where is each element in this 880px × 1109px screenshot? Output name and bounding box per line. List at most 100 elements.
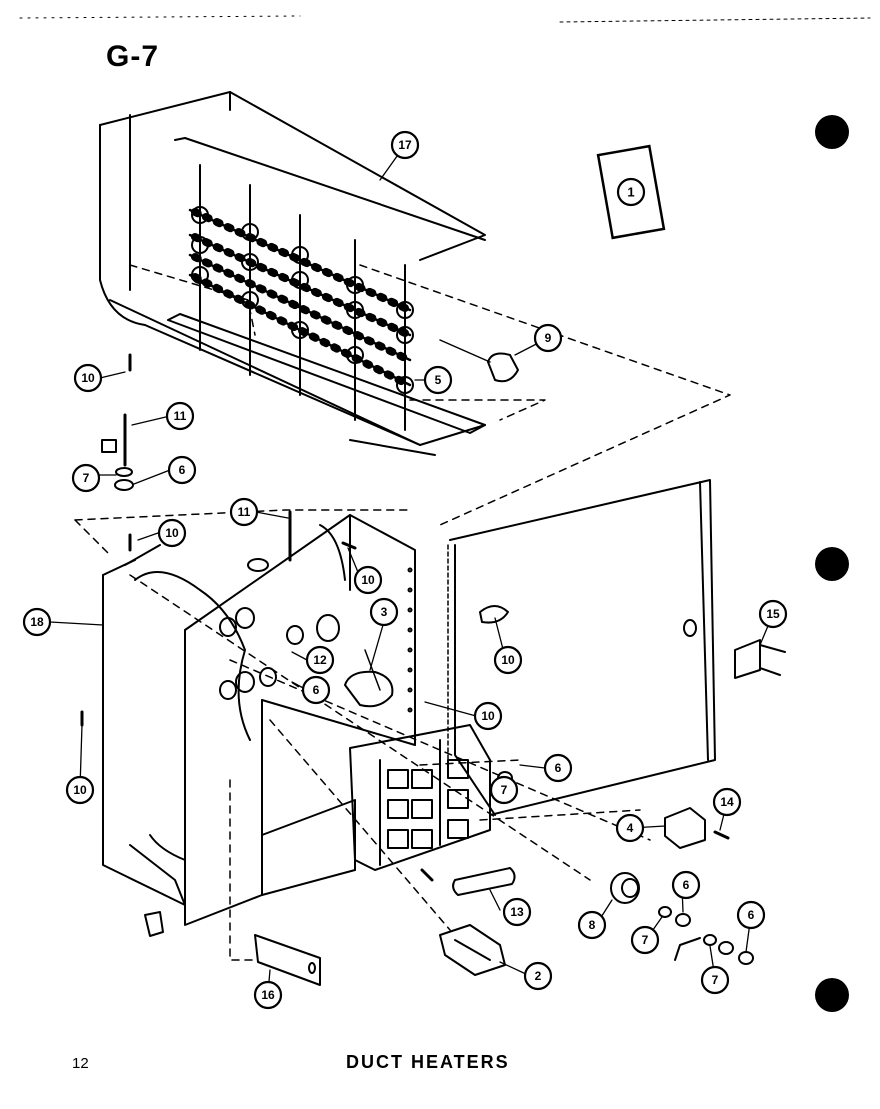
callout-c10-d: 10 xyxy=(473,701,503,731)
callout-c2: 2 xyxy=(523,961,553,991)
callout-c5: 5 xyxy=(423,365,453,395)
callout-c14: 14 xyxy=(712,787,742,817)
callout-c18: 18 xyxy=(22,607,52,637)
callout-number: 4 xyxy=(627,821,634,835)
callout-c7-a: 7 xyxy=(71,463,101,493)
callout-number: 11 xyxy=(238,505,251,519)
callout-c7-b: 7 xyxy=(489,775,519,805)
callout-number: 7 xyxy=(501,783,508,797)
callout-number: 10 xyxy=(361,573,375,587)
callout-balloon xyxy=(167,455,197,485)
callout-number: 6 xyxy=(683,878,690,892)
callout-balloon xyxy=(493,645,523,675)
callout-number: 15 xyxy=(766,607,780,621)
callout-balloon xyxy=(736,900,766,930)
callout-c6-c: 6 xyxy=(543,753,573,783)
callout-number: 11 xyxy=(174,409,187,423)
callout-c8: 8 xyxy=(577,910,607,940)
callout-balloon xyxy=(700,965,730,995)
callout-balloon xyxy=(73,363,103,393)
callout-c10-b: 10 xyxy=(157,518,187,548)
callout-c3: 3 xyxy=(369,597,399,627)
callout-c6-b: 6 xyxy=(301,675,331,705)
callout-c6-d: 6 xyxy=(671,870,701,900)
callout-number: 8 xyxy=(589,918,596,932)
callout-number: 2 xyxy=(535,969,542,983)
callout-c7-d: 7 xyxy=(700,965,730,995)
diagram-title: DUCT HEATERS xyxy=(346,1052,510,1072)
inset-box: 1 xyxy=(596,144,666,240)
callout-number: 17 xyxy=(398,138,412,152)
callout-c7-c: 7 xyxy=(630,925,660,955)
callout-c17: 17 xyxy=(390,130,420,160)
callout-number: 13 xyxy=(510,905,524,919)
callout-balloon xyxy=(671,870,701,900)
callout-c13: 13 xyxy=(502,897,532,927)
callout-balloon xyxy=(630,925,660,955)
terminal-block xyxy=(349,724,641,871)
callout-number: 6 xyxy=(313,683,320,697)
callout-balloon xyxy=(577,910,607,940)
callout-balloon xyxy=(305,645,335,675)
callout-number: 3 xyxy=(381,605,388,619)
callout-c11-b: 11 xyxy=(229,497,259,527)
callout-balloon xyxy=(533,323,563,353)
callout-balloon xyxy=(523,961,553,991)
callout-c9: 9 xyxy=(533,323,563,353)
callout-balloon xyxy=(423,365,453,395)
callout-number: 14 xyxy=(720,795,734,809)
callout-number: 9 xyxy=(545,331,552,345)
callout-number: 10 xyxy=(165,526,179,540)
callout-c15: 15 xyxy=(758,599,788,629)
callout-balloon xyxy=(229,497,259,527)
callout-balloon xyxy=(369,597,399,627)
heater-element-assembly xyxy=(99,91,731,526)
callout-number: 16 xyxy=(261,988,275,1002)
callout-c10-f: 10 xyxy=(65,775,95,805)
callout-balloon xyxy=(301,675,331,705)
callout-number: 10 xyxy=(73,783,87,797)
callout-number: 10 xyxy=(81,371,95,385)
punch-hole xyxy=(815,547,849,581)
callout-c10-a: 10 xyxy=(73,363,103,393)
callout-balloon xyxy=(165,401,195,431)
callout-balloon xyxy=(353,565,383,595)
callout-c10-e: 10 xyxy=(493,645,523,675)
callout-number: 6 xyxy=(748,908,755,922)
callout-balloon xyxy=(502,897,532,927)
callout-number: 18 xyxy=(30,615,44,629)
callout-balloon xyxy=(543,753,573,783)
punch-hole xyxy=(815,978,849,1012)
callout-c10-c: 10 xyxy=(353,565,383,595)
callout-number: 7 xyxy=(83,471,90,485)
callout-balloon xyxy=(758,599,788,629)
punch-hole xyxy=(815,115,849,149)
sheet-id: G-7 xyxy=(106,40,160,73)
callout-c11-a: 11 xyxy=(165,401,195,431)
callout-c12: 12 xyxy=(305,645,335,675)
callout-balloon xyxy=(615,813,645,843)
callout-c16: 16 xyxy=(253,980,283,1010)
callout-balloon xyxy=(473,701,503,731)
page-number: 12 xyxy=(72,1055,89,1072)
callout-balloon xyxy=(65,775,95,805)
callout-balloon xyxy=(390,130,420,160)
callout-number: 10 xyxy=(481,709,495,723)
cover-panel xyxy=(447,479,716,816)
callout-balloon xyxy=(712,787,742,817)
callout-number: 6 xyxy=(179,463,186,477)
callout-c6-e: 6 xyxy=(736,900,766,930)
callout-number: 10 xyxy=(501,653,515,667)
callout-c6-a: 6 xyxy=(167,455,197,485)
callout-number: 7 xyxy=(712,973,719,987)
callout-balloon xyxy=(253,980,283,1010)
inset-label: 1 xyxy=(627,185,634,200)
callout-balloon xyxy=(71,463,101,493)
callout-number: 12 xyxy=(313,653,327,667)
thermostat-part xyxy=(487,352,519,383)
callout-balloon xyxy=(157,518,187,548)
callout-number: 5 xyxy=(435,373,442,387)
callout-c4: 4 xyxy=(615,813,645,843)
